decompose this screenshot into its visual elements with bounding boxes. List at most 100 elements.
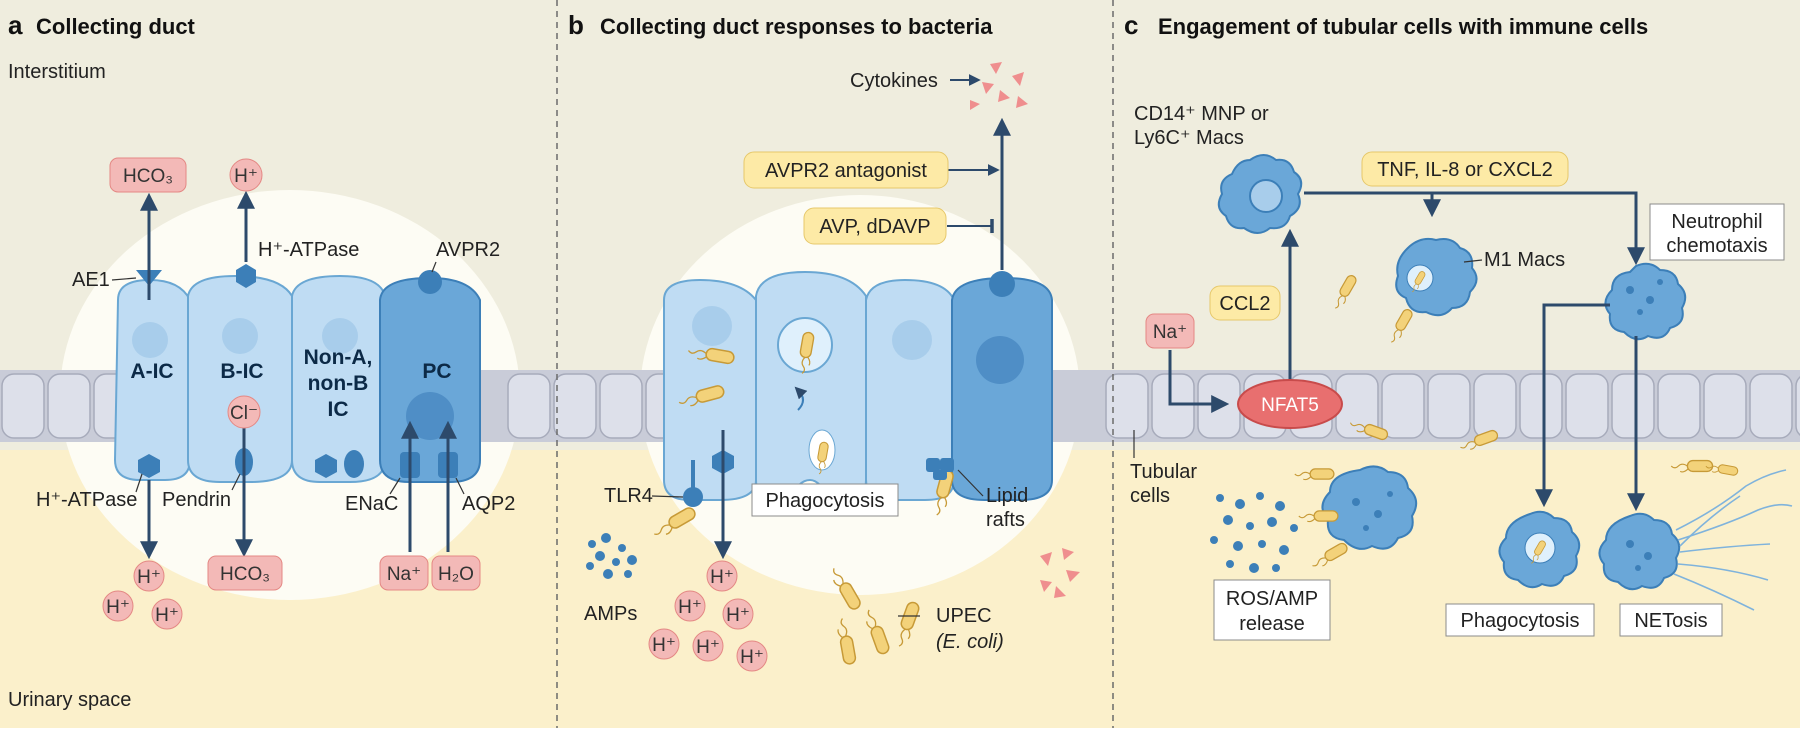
- h-top-ion: [229, 158, 263, 192]
- h-ion-3: [151, 598, 183, 630]
- non-a-label-2: non-B: [308, 372, 369, 395]
- avp-text: AVP, dDAVP: [819, 216, 930, 238]
- h-atpase-bottom-icon: [138, 454, 160, 478]
- svg-text:H⁺: H⁺: [710, 567, 734, 588]
- hco3-top-badge: [109, 157, 187, 193]
- h-ion-3-text: H⁺: [155, 605, 179, 626]
- urine-cytokines-icon: [1040, 548, 1080, 598]
- non-ab-nucleus: [322, 318, 358, 354]
- cd14-label-2: Ly6C⁺ Macs: [1134, 127, 1244, 149]
- avpr2-receptor-icon: [418, 270, 442, 294]
- amps-icon: [586, 533, 637, 579]
- ros-text-1: ROS/AMP: [1226, 588, 1318, 610]
- ros-box: [1213, 579, 1331, 641]
- chemotaxis-text: chemotaxis: [1666, 235, 1767, 257]
- h2o-text: H₂O: [438, 564, 474, 585]
- pc-label: PC: [422, 360, 451, 383]
- b-phagocytosis-text: Phagocytosis: [766, 490, 885, 512]
- netosis-text: NETosis: [1634, 610, 1707, 632]
- panel-a: a Collecting duct Interstitium Urinary s…: [8, 10, 515, 711]
- pendrin-leader: [231, 473, 241, 491]
- tubular-cell: [47, 373, 91, 439]
- collecting-duct-cells: [113, 274, 481, 483]
- b-h-ions: H⁺ H⁺ H⁺ H⁺ H⁺ H⁺: [648, 560, 768, 672]
- phagocytosis-arrow: [1535, 303, 1610, 508]
- avp-box: [803, 207, 947, 245]
- hco3-bottom-text: HCO₃: [220, 564, 270, 585]
- non-ab-transporter-icon: [315, 454, 337, 478]
- h-ion-2: [102, 590, 134, 622]
- tnf-chemotaxis-arrow: [1304, 191, 1645, 266]
- panel-c-letter: c: [1124, 10, 1138, 40]
- svg-text:H⁺: H⁺: [696, 637, 720, 658]
- enac-label: ENaC: [345, 493, 398, 515]
- nfat5-node: [1237, 379, 1343, 429]
- b-avpr2-receptor-icon: [989, 271, 1015, 297]
- h-atpase-bottom-label: H⁺-ATPase: [36, 489, 137, 511]
- tlr4-leader: [651, 495, 684, 498]
- ae1-label: AE1: [72, 269, 110, 291]
- b-principal-cell: [951, 276, 1053, 501]
- avpr2-antagonist-text: AVPR2 antagonist: [765, 160, 927, 182]
- b-phagocytosis-box: [751, 483, 899, 517]
- c-na-text: Na⁺: [1153, 322, 1187, 343]
- lipid-leader: [957, 469, 984, 497]
- tubular-cell: [599, 373, 643, 439]
- netosis-box: [1619, 603, 1723, 637]
- h-ion-1-text: H⁺: [137, 567, 161, 588]
- panel-c: c Engagement of tubular cells with immun…: [1124, 10, 1793, 641]
- panel-b-letter: b: [568, 10, 584, 40]
- tubular-cell: [553, 373, 597, 439]
- tubular-cell: [1657, 373, 1701, 439]
- na-badge: [379, 555, 429, 591]
- b-ic-label: B-IC: [220, 360, 263, 383]
- avpr2-leader: [431, 261, 437, 273]
- b-pc-nucleus: [976, 336, 1024, 384]
- nfat5-text: NFAT5: [1261, 395, 1319, 416]
- cd14-label-1: CD14⁺ MNP or: [1134, 103, 1269, 125]
- cytokines-label: Cytokines: [850, 70, 938, 92]
- svg-text:H⁺: H⁺: [740, 647, 764, 668]
- c-phagocytosis-box: [1445, 603, 1595, 637]
- rafts-label: rafts: [986, 509, 1025, 531]
- enac-leader: [389, 477, 401, 495]
- ros-amp-particles-icon: [1210, 492, 1298, 573]
- lipid-raft-icon-2: [940, 458, 954, 472]
- tnf-box: [1361, 151, 1569, 187]
- h-atpase-top-label: H⁺-ATPase: [258, 239, 359, 261]
- ae1-leader: [111, 277, 137, 281]
- tlr4-receptor-icon: [683, 487, 703, 507]
- tubular-cell: [1611, 373, 1655, 439]
- h-atpase-bottom-leader: [135, 473, 143, 493]
- cells-label: cells: [1130, 485, 1170, 507]
- ccl2-box: [1209, 285, 1281, 321]
- b-cell-1-nucleus: [692, 306, 732, 346]
- tubular-cell: [1427, 373, 1471, 439]
- aqp2-label: AQP2: [462, 493, 515, 515]
- h-ion-2-text: H⁺: [106, 597, 130, 618]
- netosis-neutrophil-icon: [1598, 512, 1681, 591]
- neutrophil-text: Neutrophil: [1671, 211, 1762, 233]
- panel-a-title: Collecting duct: [36, 14, 196, 39]
- pendrin-label: Pendrin: [162, 489, 231, 511]
- phagocytosis-path-arrow: [794, 386, 808, 411]
- neutrophil-icon: [1604, 262, 1687, 341]
- c-phagocytosis-text: Phagocytosis: [1461, 610, 1580, 632]
- lipid-raft-icon-1: [926, 458, 940, 472]
- a-ic-nucleus: [132, 322, 168, 358]
- hco3-bottom-badge: [207, 555, 283, 591]
- lipid-raft-icon-3: [933, 470, 947, 480]
- tubular-cell: [1381, 373, 1425, 439]
- b-ic-nucleus: [222, 318, 258, 354]
- tubular-cell: [1565, 373, 1609, 439]
- tnf-text: TNF, IL-8 or CXCL2: [1377, 159, 1553, 181]
- tubular-cell: [1519, 373, 1563, 439]
- b-cell-3-nucleus: [892, 320, 932, 360]
- non-a-label-1: Non-A,: [304, 346, 373, 369]
- tubular-cell: [1749, 373, 1793, 439]
- lipid-label: Lipid: [986, 485, 1028, 507]
- tubular-cell: [1105, 373, 1149, 439]
- ros-text-2: release: [1239, 613, 1305, 635]
- tubular-cell: [507, 373, 551, 439]
